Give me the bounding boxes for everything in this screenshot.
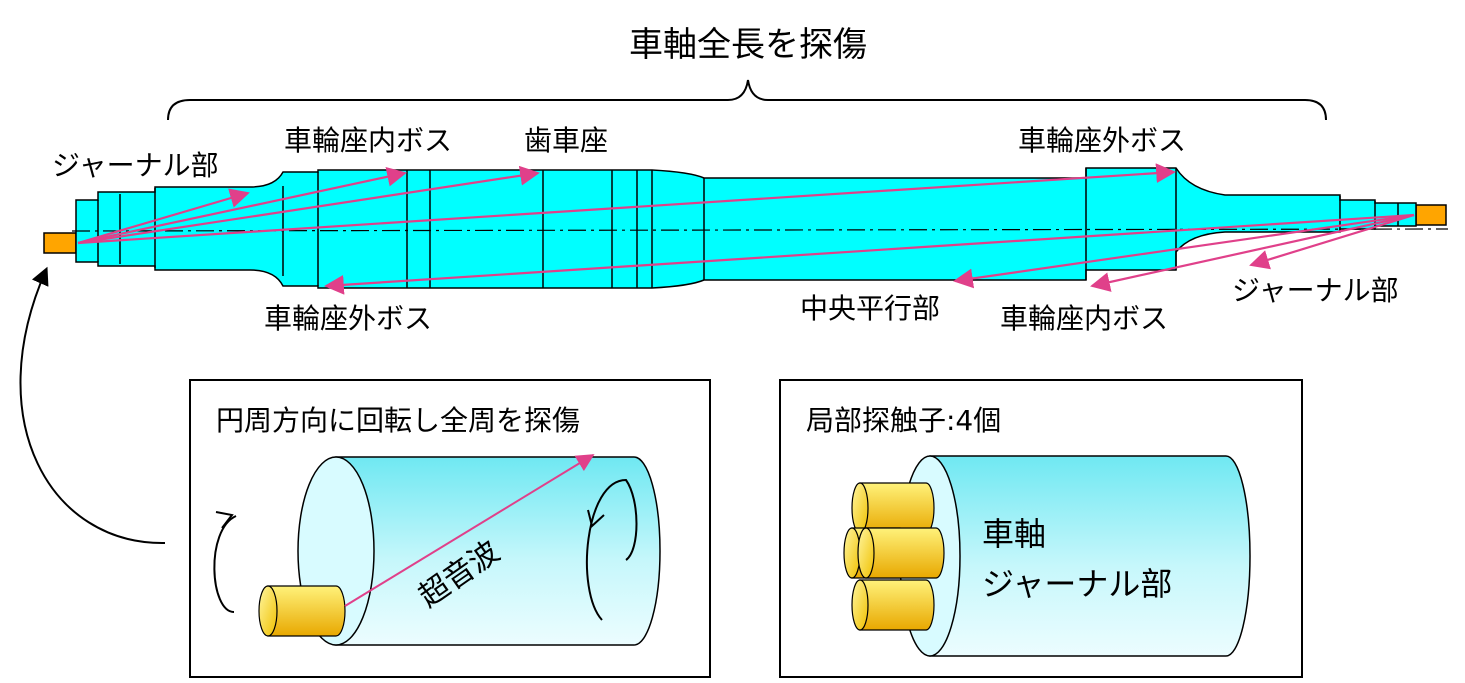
axle: [43, 163, 1449, 295]
probe-center-icon: [857, 527, 875, 579]
length-brace: [167, 79, 1327, 121]
rotation-arrow-left-head-icon: [215, 511, 234, 529]
local-probes: [843, 482, 945, 631]
rotation-probe-body: [267, 585, 346, 637]
label-wheel-seat-inner-boss-bottom: 車輪座内ボス: [1000, 302, 1168, 335]
axle-centerline: [71, 228, 1449, 232]
panel-probes: 局部探触子:4個 車軸 ジャーナル部: [779, 379, 1303, 678]
rotation-arrow-right-head-icon: [587, 509, 605, 528]
diagram-title: 車軸全長を探傷: [629, 25, 867, 65]
label-journal-left: ジャーナル部: [52, 149, 219, 182]
journal-label-axle: 車軸: [982, 515, 1046, 553]
right-end-probe: [1415, 204, 1447, 226]
probe-top-icon: [851, 482, 869, 534]
rotation-probe-face: [258, 585, 278, 637]
journal-label-journal: ジャーナル部: [982, 565, 1172, 603]
label-journal-right: ジャーナル部: [1232, 274, 1399, 307]
probe-bottom-icon: [851, 579, 869, 631]
callout-arrow: [19, 266, 166, 545]
ultrasonic-beams: [77, 163, 1415, 295]
label-wheel-seat-outer-boss-top: 車輪座外ボス: [1018, 124, 1186, 157]
rotation-arrow-left-icon: [213, 515, 237, 613]
panel-probes-title: 局部探触子:4個: [806, 404, 1001, 437]
label-wheel-seat-outer-boss-bottom: 車輪座外ボス: [264, 302, 432, 335]
wave-beam: [344, 454, 595, 607]
rotation-arrow-right-icon: [585, 478, 638, 621]
label-gear-seat: 歯車座: [524, 124, 608, 157]
left-end-probe: [43, 232, 77, 254]
axle-outline: [75, 167, 1417, 289]
label-center-parallel: 中央平行部: [800, 292, 940, 325]
panel-rotation-title: 円周方向に回転し全周を探傷: [216, 404, 580, 437]
label-wheel-seat-inner-boss-top: 車輪座内ボス: [284, 124, 452, 157]
panel-rotation: 円周方向に回転し全周を探傷 超音波: [189, 379, 711, 678]
